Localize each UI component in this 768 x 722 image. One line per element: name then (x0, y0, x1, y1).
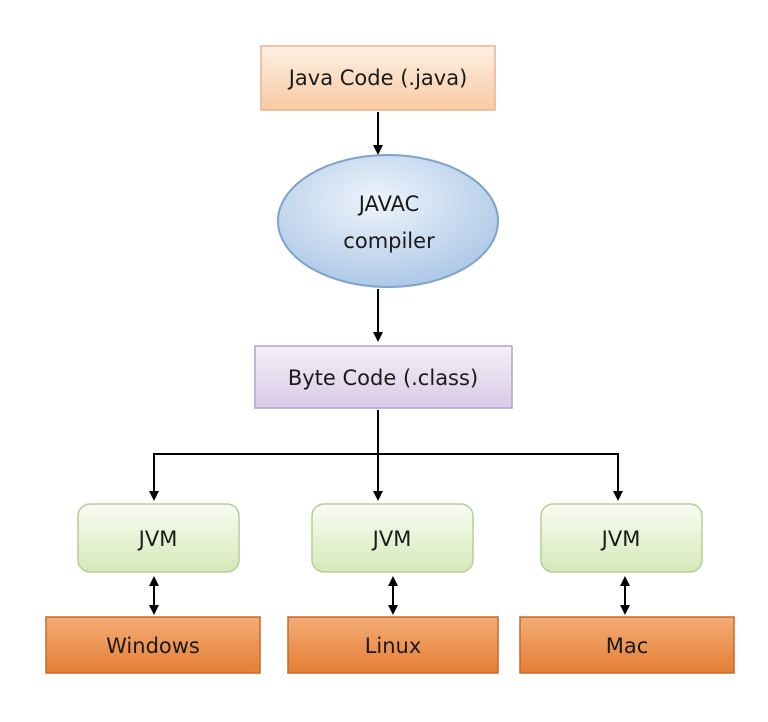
jvm-label: JVM (600, 527, 641, 551)
branch-connector (149, 410, 623, 501)
platform-label-mac: Mac (606, 634, 649, 658)
platform-node-mac: Mac (519, 616, 735, 674)
compiler-label-line2: compiler (343, 229, 435, 253)
jvm-node: JVM (77, 503, 240, 573)
compiler-label-line1: JAVAC (357, 192, 420, 216)
platform-label-linux: Linux (365, 634, 422, 658)
platform-node-windows: Windows (45, 616, 261, 674)
java-source-label: Java Code (.java) (287, 66, 468, 90)
jvm-node: JVM (311, 503, 474, 573)
jvm-node: JVM (540, 503, 703, 573)
java-source-node: Java Code (.java) (260, 45, 496, 111)
bytecode-label: Byte Code (.class) (288, 366, 478, 390)
jvm-label: JVM (371, 527, 412, 551)
platform-node-linux: Linux (287, 616, 499, 674)
bytecode-node: Byte Code (.class) (254, 345, 513, 409)
jvm-label: JVM (137, 527, 178, 551)
platform-label-windows: Windows (106, 634, 200, 658)
javac-compiler-node: JAVAC compiler (277, 154, 499, 288)
